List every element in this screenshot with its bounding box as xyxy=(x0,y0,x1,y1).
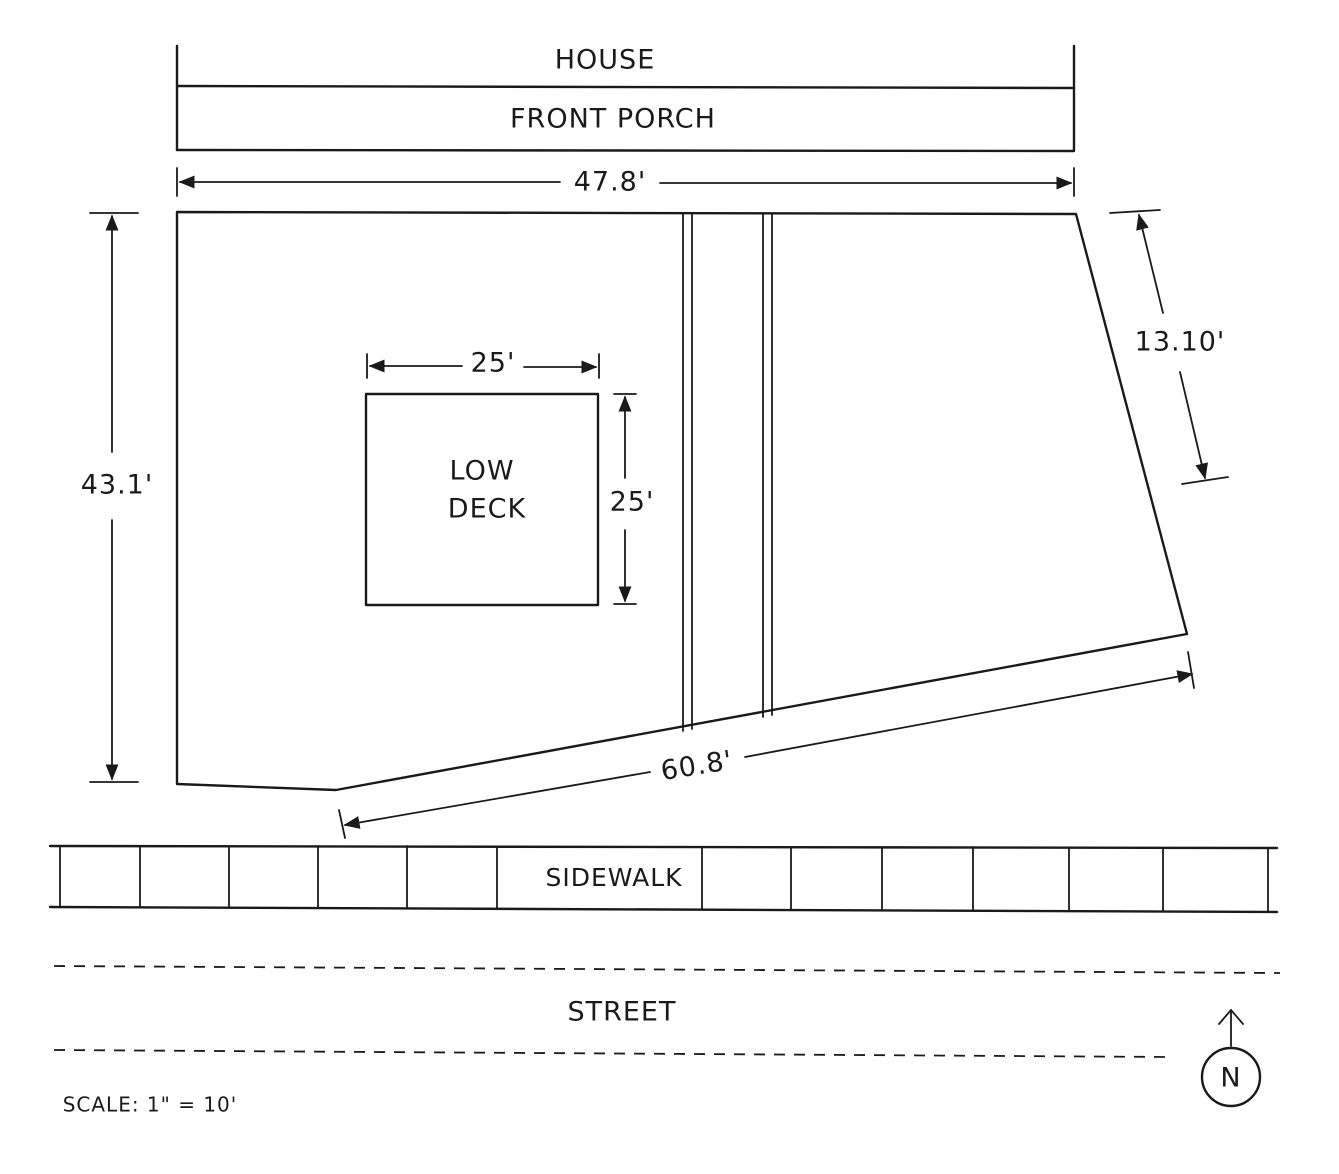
front-porch-label: FRONT PORCH xyxy=(510,104,716,135)
left-height-label: 43.1' xyxy=(81,470,154,501)
house-label: HOUSE xyxy=(555,45,656,76)
low-deck: LOW DECK xyxy=(364,392,600,607)
sidewalk: SIDEWALK xyxy=(48,844,1279,914)
low-deck-label-line2: DECK xyxy=(448,494,527,525)
deck-height-dimension: 25' xyxy=(610,393,655,605)
top-width-dimension: 47.8' xyxy=(176,167,1075,198)
top-width-label: 47.8' xyxy=(574,167,647,198)
bottom-diagonal-dimension: 60.8' xyxy=(338,651,1195,839)
bottom-diagonal-label: 60.8' xyxy=(659,745,736,787)
deck-width-label: 25' xyxy=(471,348,516,379)
deck-height-label: 25' xyxy=(610,487,655,518)
street-label: STREET xyxy=(567,997,676,1028)
scale-label: SCALE: 1" = 10' xyxy=(63,1093,238,1117)
right-side-dimension: 13.10' xyxy=(1109,209,1229,485)
left-height-dimension: 43.1' xyxy=(81,212,154,783)
sidewalk-label: SIDEWALK xyxy=(545,863,682,892)
north-arrow-icon: N xyxy=(1200,1008,1262,1108)
right-side-label: 13.10' xyxy=(1135,327,1226,358)
house-block: HOUSE FRONT PORCH xyxy=(175,45,1076,153)
lot-outline xyxy=(175,210,1189,792)
low-deck-label-line1: LOW xyxy=(449,456,514,487)
deck-width-dimension: 25' xyxy=(366,348,600,379)
walkway xyxy=(682,213,773,732)
north-label: N xyxy=(1220,1063,1241,1094)
street: STREET xyxy=(53,965,1281,1058)
